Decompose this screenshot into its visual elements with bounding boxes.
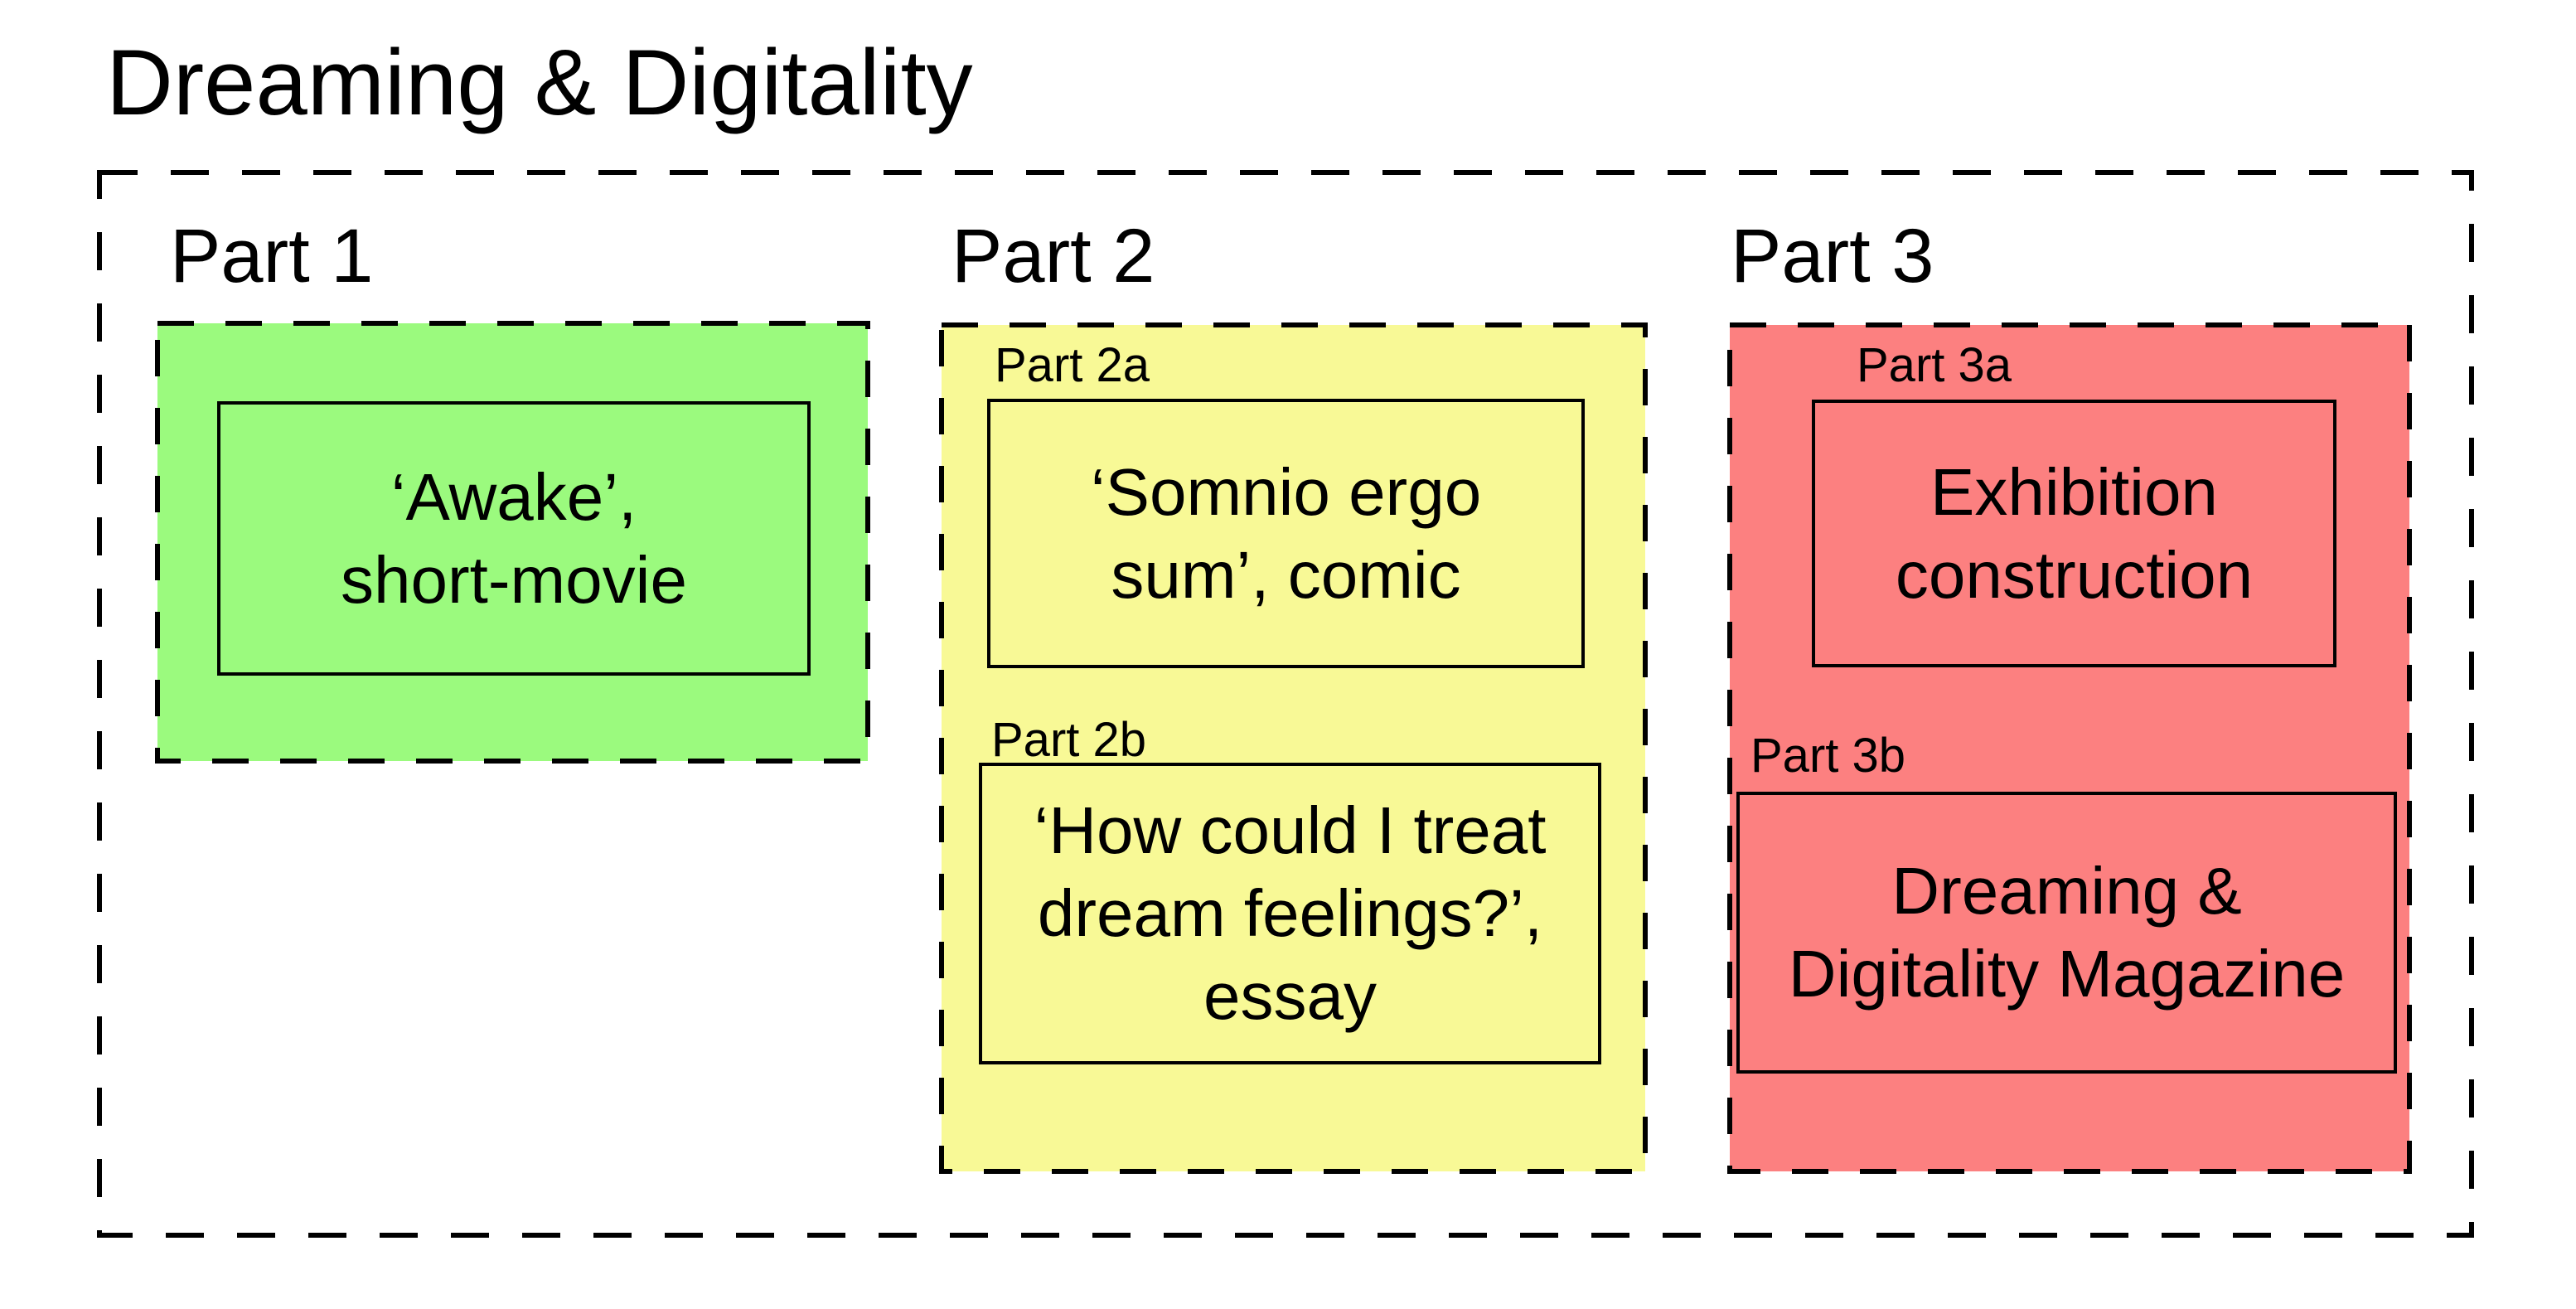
part2-label: Part 2 bbox=[951, 214, 1155, 298]
part2b-label: Part 2b bbox=[991, 713, 1146, 767]
part3b-box-text: Dreaming & Digitality Magazine bbox=[1788, 854, 2346, 1011]
part2b-inner-box bbox=[979, 763, 1601, 1064]
part3b-inner-box bbox=[1736, 792, 2397, 1074]
part1-dashed-box bbox=[155, 321, 870, 764]
part3a-inner-box bbox=[1812, 400, 2336, 667]
part1-label: Part 1 bbox=[170, 214, 374, 298]
part2a-label: Part 2a bbox=[995, 338, 1150, 392]
part2a-box-text: ‘Somnio ergo sum’, comic bbox=[1090, 454, 1482, 612]
part2b-box-text: ‘How could I treat dream feelings?’, ess… bbox=[1034, 793, 1547, 1033]
part3-label: Part 3 bbox=[1731, 214, 1934, 298]
part3a-box-text: Exhibition construction bbox=[1895, 454, 2254, 612]
part3-dashed-box bbox=[1727, 322, 2412, 1174]
part1-box-text: ‘Awake’, short-movie bbox=[341, 459, 687, 617]
part1-inner-box bbox=[217, 401, 811, 676]
part2-dashed-box bbox=[939, 322, 1648, 1174]
part3a-label: Part 3a bbox=[1857, 338, 2012, 392]
diagram-title: Dreaming & Digitality bbox=[106, 31, 973, 134]
part2a-inner-box bbox=[987, 399, 1585, 668]
part3b-label: Part 3b bbox=[1750, 729, 1905, 783]
